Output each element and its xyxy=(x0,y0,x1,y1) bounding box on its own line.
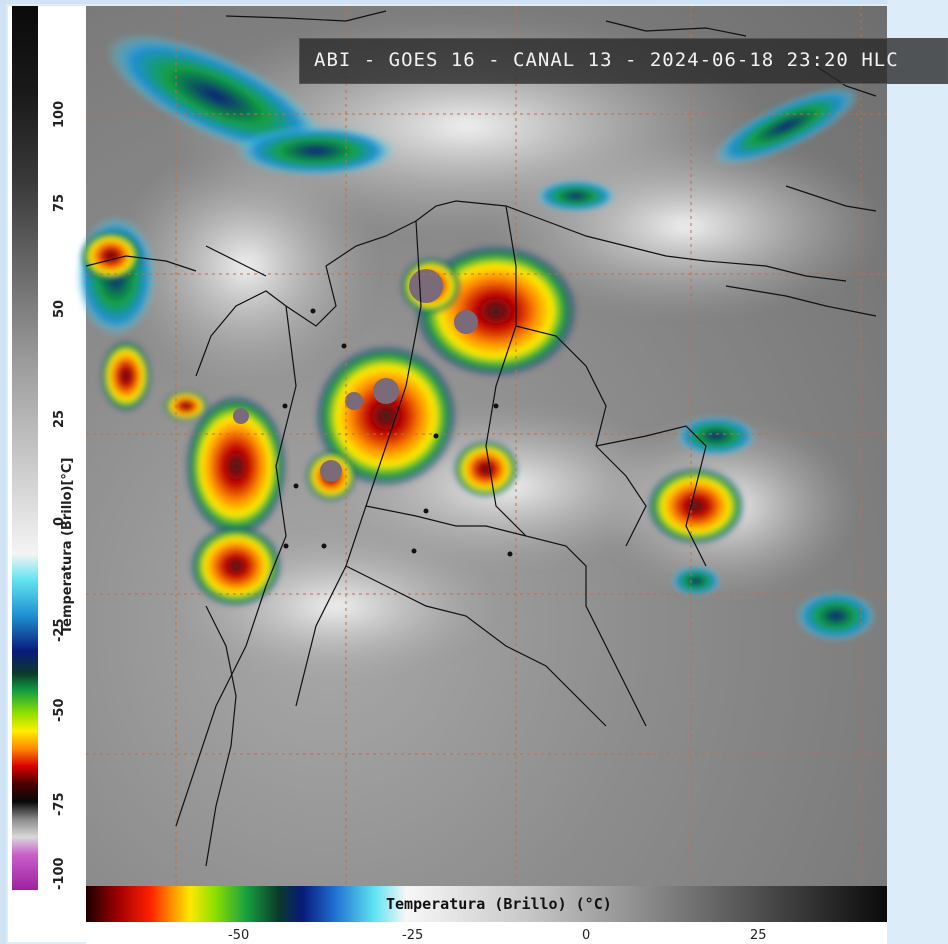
vertical-colorbar-panel: 100 75 50 25 0 -25 -50 -75 -100 Temperat… xyxy=(8,6,86,942)
vtick-label: 25 xyxy=(52,409,67,428)
horizontal-colorbar-ticks: -50 -25 0 25 xyxy=(86,922,887,944)
htick-label: -50 xyxy=(228,928,250,943)
satellite-map: ABI - GOES 16 - CANAL 13 - 2024-06-18 23… xyxy=(76,6,948,886)
htick-label: -25 xyxy=(402,928,424,943)
vtick-label: -100 xyxy=(52,857,67,890)
vertical-colorbar-ticks: 100 75 50 25 0 -25 -50 -75 -100 xyxy=(38,6,84,890)
horizontal-colorbar: Temperatura (Brillo) (°C) xyxy=(86,886,887,922)
vertical-colorbar-title: Temperatura (Brillo)[°C] xyxy=(60,457,75,634)
satellite-imagery xyxy=(76,6,887,886)
overshooting-tops xyxy=(233,269,478,482)
vtick-label: 75 xyxy=(52,193,67,212)
country-borders xyxy=(85,10,877,867)
vertical-colorbar xyxy=(12,6,38,890)
graticule xyxy=(86,6,887,886)
vtick-label: -50 xyxy=(52,698,67,723)
vtick-label: -75 xyxy=(52,792,67,817)
horizontal-colorbar-title: Temperatura (Brillo) (°C) xyxy=(386,895,612,913)
htick-label: 25 xyxy=(750,928,767,943)
vtick-label: 100 xyxy=(52,100,67,128)
city-markers xyxy=(282,308,513,557)
htick-label: 0 xyxy=(582,928,591,943)
title-banner: ABI - GOES 16 - CANAL 13 - 2024-06-18 23… xyxy=(299,38,948,84)
vtick-label: 50 xyxy=(52,299,67,318)
map-title: ABI - GOES 16 - CANAL 13 - 2024-06-18 23… xyxy=(314,49,899,71)
image-frame xyxy=(0,0,887,944)
